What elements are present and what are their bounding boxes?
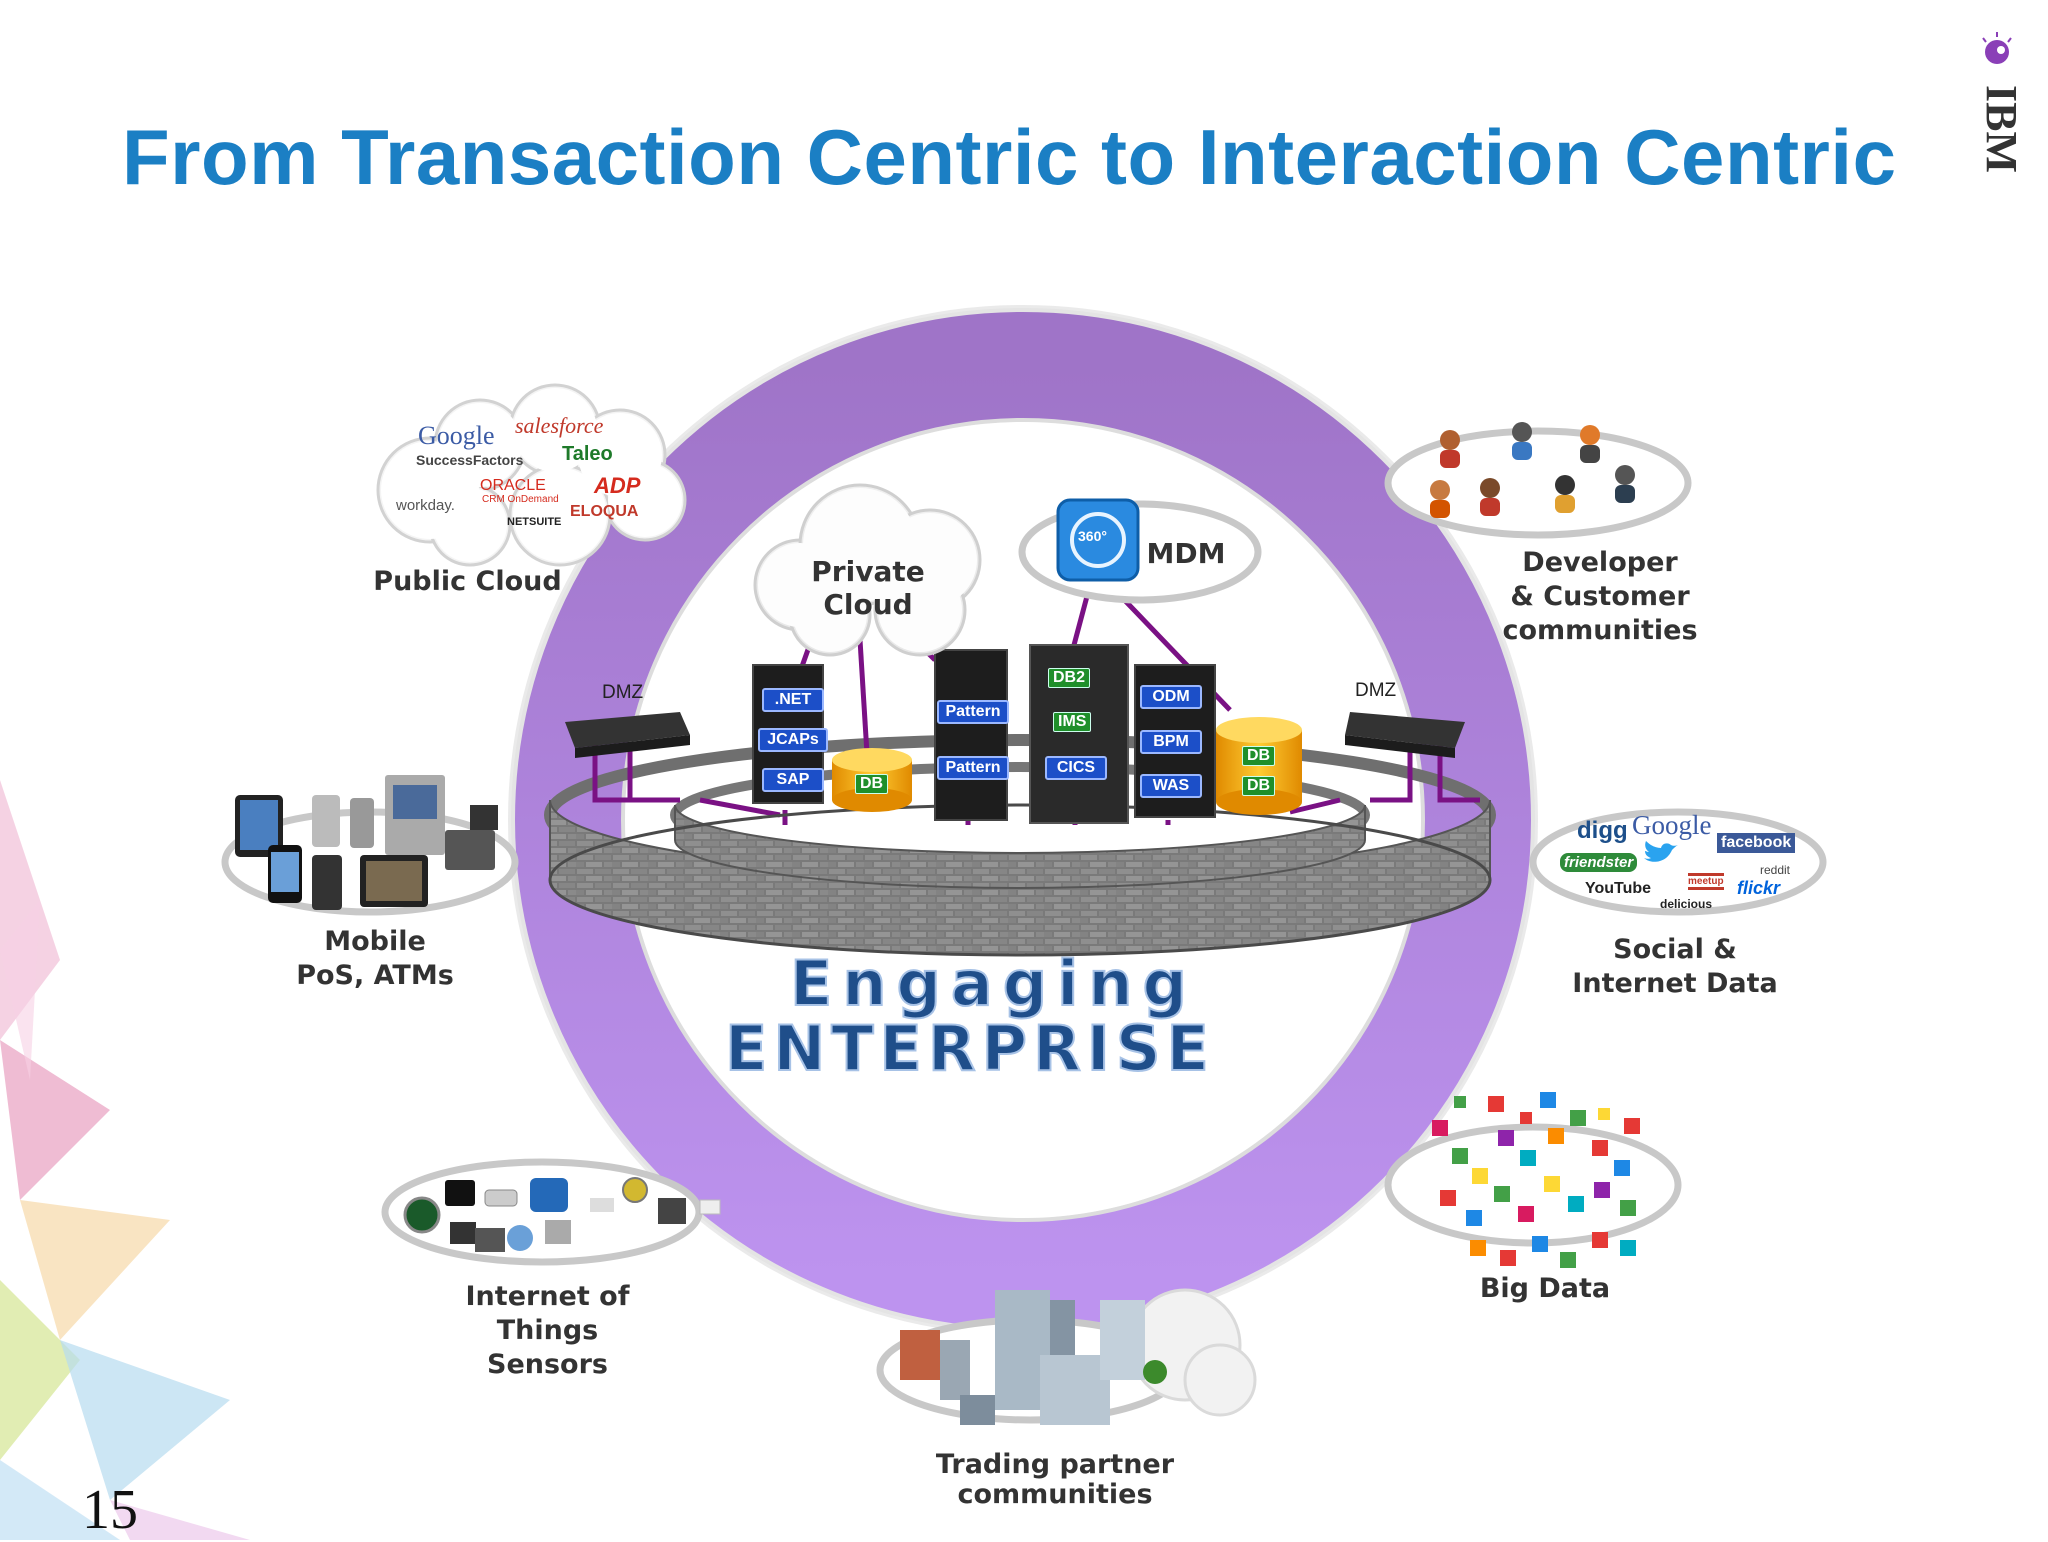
developer-label-line-3: communities [1502, 614, 1698, 646]
facebook-logo: facebook [1717, 833, 1796, 853]
developer-communities-oval [1384, 427, 1692, 539]
slide-title: From Transaction Centric to Interaction … [122, 113, 1897, 201]
net-tag: .NET [762, 688, 824, 712]
dmz-right-server [1345, 712, 1465, 758]
pattern-tag-1: Pattern [937, 700, 1009, 724]
engaging-text: Engaging [790, 950, 1197, 1020]
digg-logo: digg [1577, 817, 1628, 844]
eloqua-logo: ELOQUA [570, 503, 639, 520]
mdm-label: MDM [1146, 537, 1226, 570]
iot-label-line-2: Sensors [487, 1348, 608, 1380]
bpm-tag: BPM [1140, 730, 1202, 754]
mobile-devices-icons [235, 775, 498, 910]
developer-people-icons [1430, 422, 1635, 518]
oracle-logo: ORACLE [480, 477, 546, 494]
database-cylinder-2 [1216, 717, 1302, 815]
was-tag: WAS [1140, 774, 1202, 798]
ibm-logo: IBM [1965, 30, 2026, 190]
inner-wall [674, 804, 1366, 889]
big-data-cubes-icon [1432, 1092, 1640, 1268]
private-cloud-label: Private Cloud [811, 555, 925, 621]
public-cloud-label: Public Cloud [373, 566, 562, 597]
iot-sensor-icons [403, 1177, 721, 1252]
big-data-label: Big Data [1479, 1273, 1611, 1304]
mdm-360-icon [1056, 498, 1140, 582]
trading-label-line-2: communities [957, 1478, 1153, 1510]
db2-tag: DB2 [1048, 668, 1091, 688]
mobile-label-line-2: PoS, ATMs [296, 959, 454, 991]
pattern-tag-2: Pattern [937, 756, 1009, 780]
meetup-logo: meetup [1688, 873, 1724, 890]
trading-partner-label: Trading partner communities [925, 1450, 1185, 1509]
twitter-bird-icon [1644, 841, 1678, 862]
enterprise-text: ENTERPRISE [725, 1012, 1215, 1085]
salesforce-logo: salesforce [515, 413, 604, 438]
jcaps-tag: JCAPs [758, 728, 828, 752]
decorative-triangles [0, 780, 250, 1540]
engaging-enterprise-wordmark: Engaging ENTERPRISE [724, 950, 1215, 1086]
trading-buildings-icon [900, 1290, 1167, 1425]
adp-logo: ADP [594, 473, 641, 498]
mdm-360-label: 360° [1078, 528, 1107, 544]
developer-label-line-2: & Customer [1510, 580, 1690, 612]
social-label-line-2: Internet Data [1572, 967, 1778, 999]
db-tag-3: DB [1242, 776, 1276, 796]
mobile-label: Mobile PoS, ATMs [270, 925, 480, 993]
successfactors-logo: SuccessFactors [416, 452, 524, 468]
ims-tag: IMS [1053, 712, 1092, 732]
trading-label-line-1: Trading partner [935, 1449, 1175, 1480]
taleo-logo: Taleo [562, 443, 613, 465]
developer-label-line-1: Developer [1522, 547, 1678, 578]
google-logo: Google [418, 421, 495, 450]
ibm-logo-text: IBM [1977, 85, 2025, 173]
youtube-logo: YouTube [1585, 880, 1652, 897]
dmz-left-server [565, 712, 690, 758]
netsuite-logo: NETSUITE [507, 516, 562, 528]
crm-ondemand-logo: CRM OnDemand [482, 494, 559, 505]
cics-tag: CICS [1045, 756, 1107, 780]
social-label-line-1: Social & [1613, 934, 1737, 965]
delicious-logo: delicious [1660, 897, 1713, 911]
reddit-logo: reddit [1760, 863, 1791, 877]
sap-tag: SAP [762, 768, 824, 792]
flickr-logo: flickr [1737, 878, 1781, 898]
iot-label-line-1: Internet of Things [465, 1281, 630, 1346]
social-label: Social & Internet Data [1560, 933, 1790, 1001]
google-social-logo: Google [1632, 810, 1712, 840]
developer-communities-label: Developer & Customer communities [1490, 546, 1710, 647]
iot-label: Internet of Things Sensors [415, 1280, 680, 1381]
workday-logo: workday. [396, 497, 455, 514]
dmz-right-label: DMZ [1355, 680, 1397, 701]
big-data-oval [1384, 1123, 1682, 1247]
server-tower-pattern [934, 649, 1008, 821]
friendster-logo: friendster [1560, 853, 1638, 872]
mobile-label-line-1: Mobile [324, 926, 426, 957]
db-tag-2: DB [1242, 746, 1276, 766]
odm-tag: ODM [1140, 685, 1202, 709]
db-tag-1: DB [855, 774, 889, 794]
slide-number: 15 [82, 1479, 138, 1541]
dmz-left-label: DMZ [602, 682, 644, 703]
